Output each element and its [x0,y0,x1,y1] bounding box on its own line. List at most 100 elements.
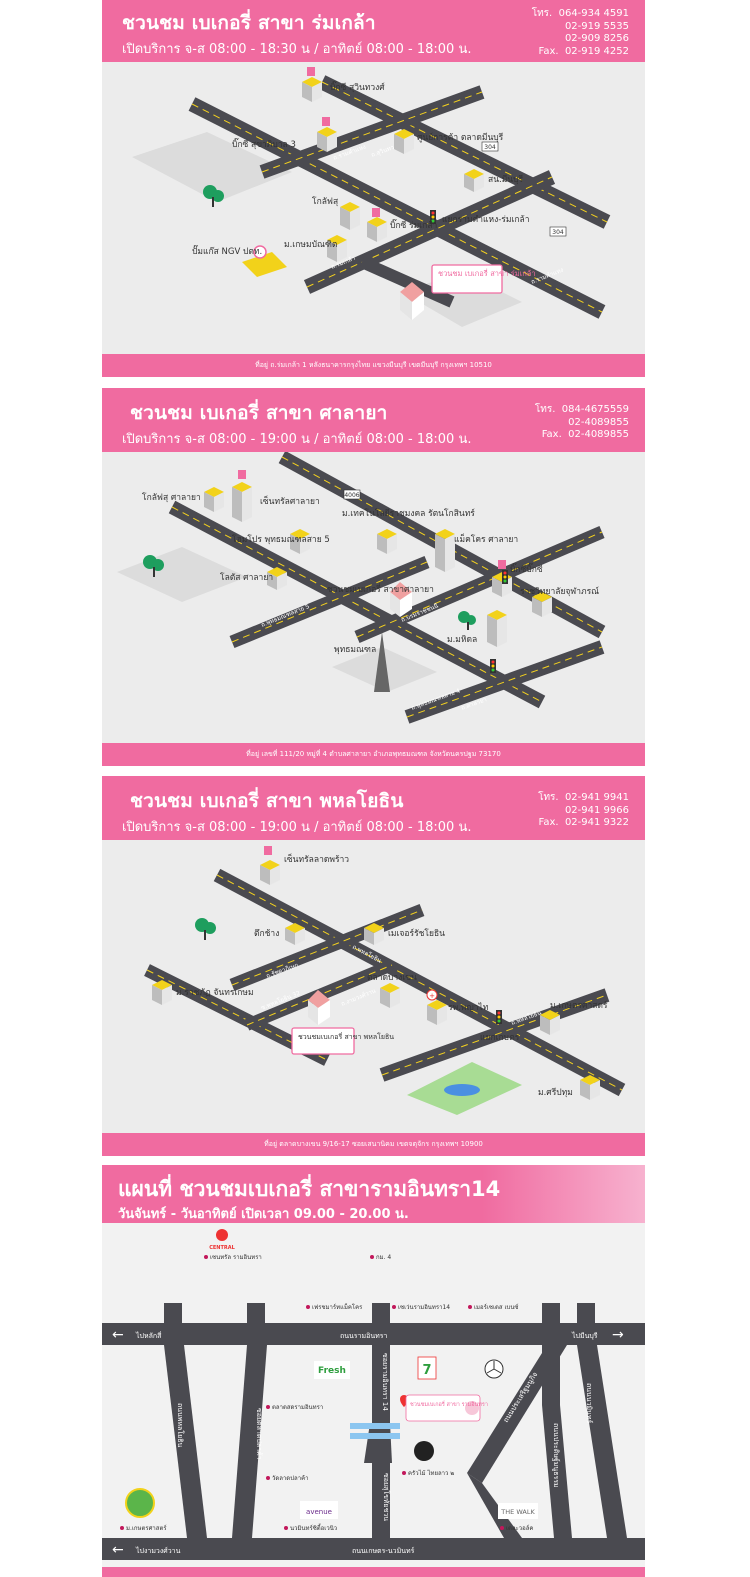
location-dot-icon [284,1526,288,1530]
seven-eleven-icon: 7 [422,1363,431,1378]
place-label: ปั๊มแก๊ส NGV ปตท. [192,244,262,257]
branch-hours: วันจันทร์ - วันอาทิตย์ เปิดเวลา 09.00 - … [118,1207,409,1222]
kasetsart-emblem-icon [125,1488,155,1518]
building-icon [487,610,507,647]
place-label: ราชวิทยาลัยจุฬาภรณ์ [520,586,599,597]
seven-eleven-icon [417,1356,437,1380]
place-label: ม.เกษตรศาสตร์ [550,1000,608,1011]
place-label: แม็คโคร ศาลายา [454,533,518,545]
place-label: บิ๊กซี สุขาภิบาล 3 [232,137,296,150]
building-icon [327,235,347,262]
shop-icon [390,582,412,617]
route-shield [549,226,567,237]
location-dot-icon [266,1476,270,1480]
place-label: เซ็นทรัลลาดพร้าว [284,853,349,865]
road-ramintra [102,1323,645,1345]
road-direction: ไปงามวงศ์วาน [135,1546,181,1555]
arrow-right-icon: → [612,1327,624,1343]
location-dot-icon [120,1526,124,1530]
shop-icon [400,282,424,320]
place-label: ตลาดบางเขน [367,973,417,983]
branch-title: ชวนชม เบเกอรี่ สาขา ร่มเกล้า [122,12,376,34]
branch-phones: โทร. 02-941 9941 02-941 9966 Fax. 02-941… [538,792,629,828]
traffic-light-icon [496,1010,502,1024]
building-icon [302,67,322,102]
building-icon [364,923,384,945]
building-icon [532,592,552,617]
place-label: ม.ราชภัฏ จันทรเกษม [176,988,254,998]
central-logo-icon: CENTRAL [209,1229,236,1251]
place-label: นวมินทร์ซิตี้อเวนิว [290,1522,337,1532]
map-area: ถ.พุทธมณฑลสาย 5 ถ.บรมราชชนนี ถ.พุทธมณฑลส… [102,450,645,743]
thewalk-logo-text: THE WALK [500,1508,535,1516]
branch-title: ชวนชม เบเกอรี่ สาขา พหลโยธิน [130,790,404,812]
building-icon [427,1000,447,1025]
building-icon [152,980,172,1005]
svg-text:CENTRAL: CENTRAL [209,1245,235,1251]
panel-header: แผนที่ ชวนชมเบเกอรี่ สาขารามอินทรา14 วัน… [102,1165,645,1223]
location-dot-icon [266,1405,270,1409]
shop-label: ชวนชม เบเกอรี่ สาขา ร่มเกล้า [438,268,536,278]
place-label: ตลาดสดรามอินทรา [272,1404,323,1411]
arrow-left-icon: ← [112,1327,124,1343]
place-label: เฟรชมาร์ทแม็คโคร [312,1302,363,1311]
road-kaset-nawamin [102,1538,645,1560]
place-label: บิ๊กซี สุวินทวงศ์ [330,80,385,93]
route-number: 304 [552,229,564,236]
branch-hours: เปิดบริการ จ-ส 08:00 - 19:00 น / อาทิตย์… [122,432,472,447]
panel-header: ชวนชม เบเกอรี่ สาขา พหลโยธิน เปิดบริการ … [102,776,645,840]
place-label: ม.มหิดล [447,635,477,645]
building-icon [285,923,305,945]
isometric-map: ถ.รัชดาภิเษก ถ.พหลโยธิน ซ.พหลโยธิน 32 ถ.… [144,846,626,1115]
place-label: โลตัส ศาลายา [220,572,273,583]
place-label: ตึกช้าง [254,928,279,939]
branch-address: ที่อยู่ ถ.ร่มเกล้า 1 หลังธนาคารกรุงไทย แ… [102,354,645,377]
panel-header: ชวนชม เบเกอรี่ สาขา ร่มเกล้า เปิดบริการ … [102,0,645,62]
road-label: ถนนพหลโยธิน [176,1403,185,1447]
branch-title: ชวนชม เบเกอรี่ สาขา ศาลายา [130,402,388,424]
place-label: สน.มีนบุรี [488,174,524,185]
street-map: ← → ← ไปหลักสี่ ไปมีนบุรี ไปงามวงศ์วาน ถ… [102,1229,645,1577]
branch-hours: เปิดบริการ จ-ส 08:00 - 19:00 น / อาทิตย์… [122,820,472,835]
map-panel-phahonyothin: ชวนชม เบเกอรี่ สาขา พหลโยธิน เปิดบริการ … [102,776,645,1156]
road-label: ถนนรามอินทรา [340,1332,387,1340]
building-icon [580,1075,600,1100]
map-panel-romklao: ชวนชม เบเกอรี่ สาขา ร่มเกล้า เปิดบริการ … [102,0,645,377]
tree-icon [458,611,476,630]
branch-address: ที่อยู่ ตลาดบางเขน 9/16-17 ซอยเสนานิคม เ… [102,1133,645,1156]
branch-phones: โทร. 064-934 4591 02-919 5535 02-909 825… [531,8,629,57]
place-label: แยกรามคำแหง-ร่มเกล้า [442,214,530,225]
place-label: แยกเกษตร [480,1033,520,1043]
road-label: ถนนนวมินทร์ [585,1383,593,1424]
place-label: โกลัฟสุ ศาลายา [142,492,201,503]
isometric-map: ถ.รามคำแหง ถ.สุวินทวงศ์ ถ.ร่มเกล้า ถ.ราม… [132,67,611,327]
avenue-logo-text: avenue [306,1508,332,1516]
avenue-logo [300,1501,338,1519]
route-number: 304 [484,144,496,151]
building-icon [290,529,310,554]
panel-footer-bar [102,1567,645,1577]
place-label: กม. 4 [376,1254,391,1261]
road-network [188,75,611,319]
hospital-icon: + [426,989,438,1001]
building-icon [394,129,414,154]
route-shield [481,141,499,152]
krua-logo-icon [414,1441,434,1461]
place-label: โกลัฟสุ [312,196,339,207]
building-icon [377,529,397,554]
svg-text:+: + [429,992,435,1000]
place-label: รพ.พญาไท [448,1002,489,1013]
place-label: ครัวไม้ ไทยลาว ๒ [408,1469,454,1477]
place-label: ม.เกษมบัณฑิต [284,240,337,250]
shop-label: ชวนชมเบเกอรี่ สาขา รามอินทรา [410,1400,488,1408]
branch-hours: เปิดบริการ จ-ส 08:00 - 18:30 น / อาทิตย์… [122,42,472,57]
location-dot-icon [402,1471,406,1475]
shop-callout [291,1027,355,1055]
location-dot-icon [204,1255,208,1259]
building-icon [380,983,400,1008]
place-label: ม.เทคโนโลยีราชมงคล รัตนโกสินทร์ [342,508,475,519]
branch-address: ที่อยู่ เลขที่ 111/20 หมู่ที่ 4 ตำบลศาลา… [102,743,645,766]
canal [350,1423,400,1429]
place-label: พุทธมณฑล [334,645,376,655]
place-label: ม.ศรีปทุม [538,1087,573,1098]
